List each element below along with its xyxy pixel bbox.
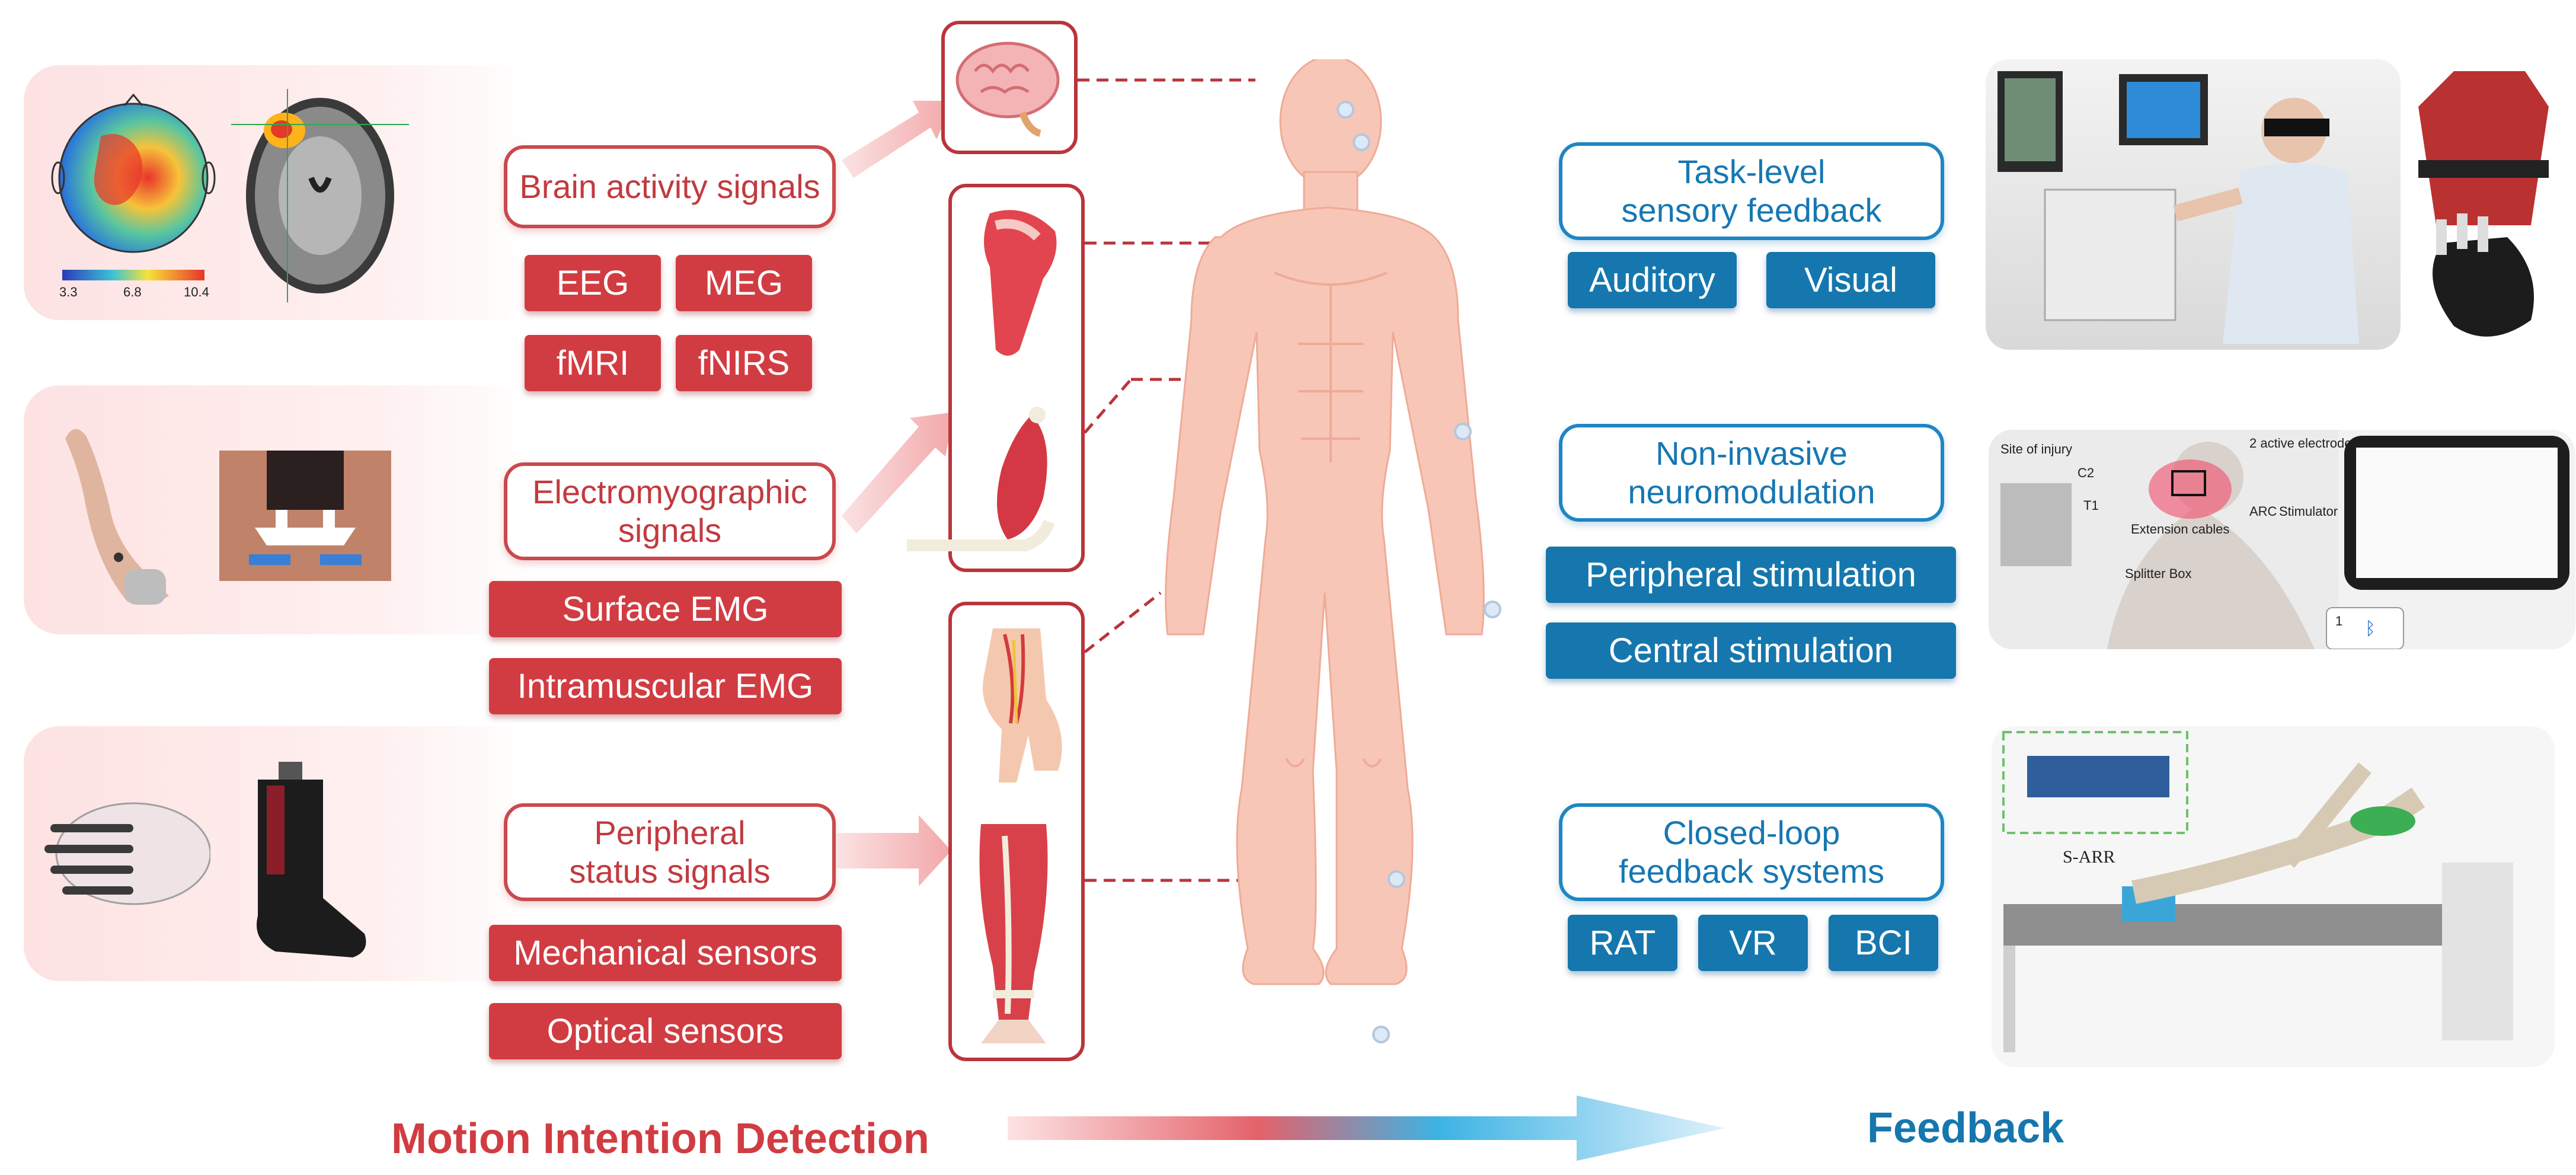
- peripheral-title-text: Peripheral status signals: [569, 814, 771, 890]
- scale-tick: 6.8: [123, 285, 142, 299]
- emg-title-text: Electromyographic signals: [532, 473, 807, 549]
- mri-slice-image: [231, 89, 409, 302]
- eeg-topomap: 3.3 6.8 10.4: [51, 93, 216, 299]
- neuro-label: ARC: [2249, 504, 2277, 519]
- feedback-label: Feedback: [1867, 1104, 2064, 1152]
- tag-fnirs: fNIRS: [676, 335, 812, 391]
- human-body-figure: [1165, 59, 1501, 1043]
- tag-peripheral-stimulation: Peripheral stimulation: [1546, 547, 1956, 603]
- tag-eeg: EEG: [525, 255, 661, 311]
- arm-emg-image: [65, 429, 169, 605]
- tag-surface-emg: Surface EMG: [489, 581, 842, 637]
- tag-mechanical-sensors: Mechanical sensors: [489, 925, 842, 981]
- leg-muscle-icon: [979, 824, 1048, 1043]
- neuromodulation-photo: Site of injury C2 T1 2 active electrodes…: [1989, 430, 2575, 649]
- organ-connectors: [1078, 78, 1255, 882]
- neck-emg-image: [219, 451, 391, 581]
- tag-vr: VR: [1698, 915, 1808, 971]
- tag-meg: MEG: [676, 255, 812, 311]
- emg-title: Electromyographic signals: [504, 462, 836, 560]
- tag-visual: Visual: [1766, 252, 1935, 308]
- bluetooth-icon: ᛒ: [2365, 619, 2376, 638]
- motion-intention-label: Motion Intention Detection: [391, 1115, 929, 1163]
- neuro-label: 2 active electrodes: [2249, 436, 2358, 451]
- neuro-label: Splitter Box: [2125, 566, 2192, 581]
- brain-activity-title: Brain activity signals: [504, 145, 836, 228]
- tag-optical-sensors: Optical sensors: [489, 1003, 842, 1059]
- tag-fmri: fMRI: [525, 335, 661, 391]
- neuro-label: Stimulator: [2279, 504, 2338, 519]
- closed-loop-label: S-ARR: [2063, 847, 2115, 867]
- hand-anatomy-icon: [983, 628, 1062, 783]
- neuro-label: C2: [2078, 465, 2094, 480]
- neuro-label: Site of injury: [2000, 442, 2072, 456]
- brain-organ-icon: [955, 41, 1060, 137]
- scale-tick: 10.4: [184, 285, 209, 299]
- closed-loop-title: Closed-loop feedback systems: [1559, 803, 1944, 901]
- neuromodulation-text: Non-invasive neuromodulation: [1628, 435, 1875, 510]
- vr-rehab-photo: [1986, 59, 2401, 350]
- peripheral-title: Peripheral status signals: [504, 803, 836, 901]
- task-feedback-title: Task-level sensory feedback: [1559, 142, 1944, 240]
- vr-glove-photo: [2406, 65, 2561, 350]
- tag-rat: RAT: [1568, 915, 1677, 971]
- sensor-glove-image: [44, 802, 210, 905]
- task-feedback-text: Task-level sensory feedback: [1621, 153, 1882, 229]
- signal-arrows: [836, 101, 954, 886]
- shoulder-muscle-icon: [984, 210, 1057, 356]
- gradient-arrow: [1008, 1096, 1725, 1161]
- elbow-muscle-icon: [907, 407, 1055, 551]
- neuromodulation-title: Non-invasive neuromodulation: [1559, 424, 1944, 522]
- neuro-label: Extension cables: [2131, 522, 2229, 537]
- prosthetic-leg-image: [257, 762, 366, 957]
- scale-tick: 3.3: [59, 285, 78, 299]
- closed-loop-bed-photo: S-ARR: [1992, 726, 2555, 1067]
- neuro-label: T1: [2083, 498, 2099, 513]
- tag-auditory: Auditory: [1568, 252, 1737, 308]
- neuro-label: 1: [2335, 614, 2342, 628]
- tag-intramuscular-emg: Intramuscular EMG: [489, 658, 842, 714]
- tag-central-stimulation: Central stimulation: [1546, 622, 1956, 679]
- closed-loop-text: Closed-loop feedback systems: [1618, 814, 1885, 890]
- tag-bci: BCI: [1829, 915, 1938, 971]
